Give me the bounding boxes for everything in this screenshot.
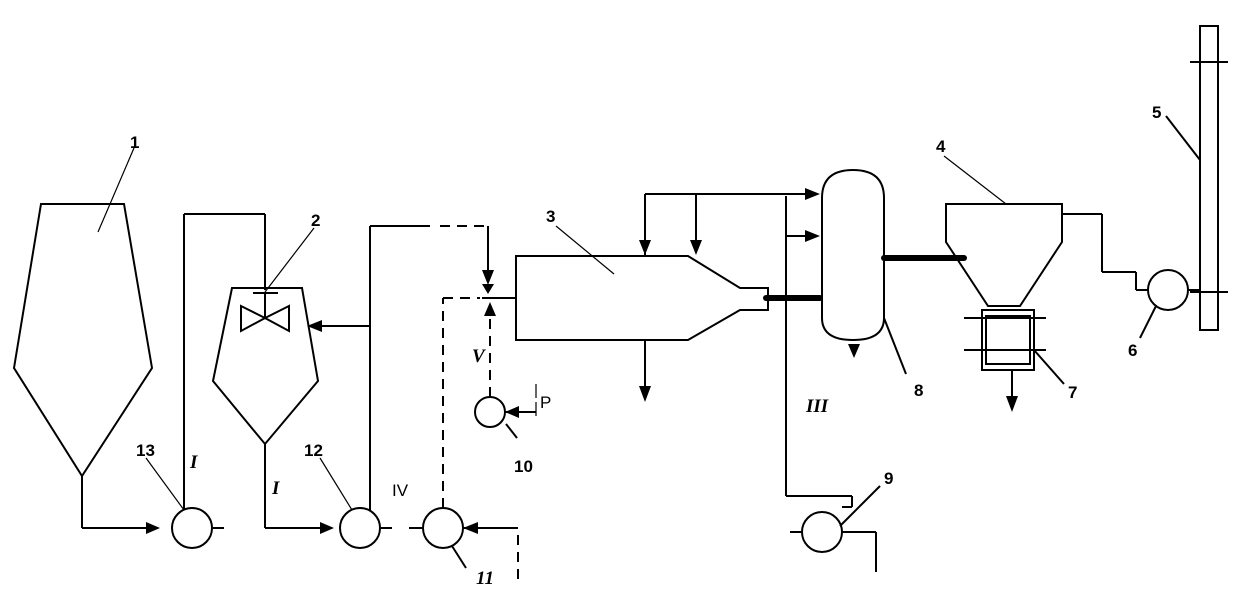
label-8: 8 [914, 381, 923, 400]
pump-10 [474, 302, 537, 439]
fan-6 [1139, 269, 1200, 339]
pump-12 [307, 225, 494, 549]
label-11: 11 [476, 568, 494, 589]
column-8 [821, 168, 967, 375]
stack-5 [1165, 25, 1228, 331]
filter-4 [945, 203, 1148, 307]
stream-label-i-a: I [189, 452, 198, 473]
leader-lines [97, 147, 1007, 511]
vessel-2 [211, 287, 334, 534]
feeder-13 [171, 213, 266, 549]
label-7: 7 [1068, 383, 1077, 402]
stream-label-i-b: I [271, 478, 280, 499]
label-12: 12 [304, 441, 323, 460]
label-2: 2 [311, 211, 320, 230]
hopper-1 [12, 203, 160, 534]
stream-label-iii: III [805, 396, 829, 417]
label-13: 13 [136, 441, 155, 460]
stream-label-p: P [540, 393, 551, 412]
stream-label-iv: IV [392, 481, 409, 500]
label-1: 1 [130, 133, 139, 152]
stream-iii-line [763, 196, 853, 508]
label-5: 5 [1152, 103, 1161, 122]
label-10: 10 [514, 457, 533, 476]
reactor-3 [515, 188, 820, 402]
pump-11 [409, 284, 519, 580]
stream-label-v: V [472, 346, 486, 367]
label-4: 4 [936, 137, 946, 156]
label-6: 6 [1128, 341, 1137, 360]
pump-9 [790, 485, 881, 572]
label-3: 3 [546, 207, 555, 226]
label-9: 9 [884, 469, 893, 488]
valve-7 [964, 309, 1065, 412]
